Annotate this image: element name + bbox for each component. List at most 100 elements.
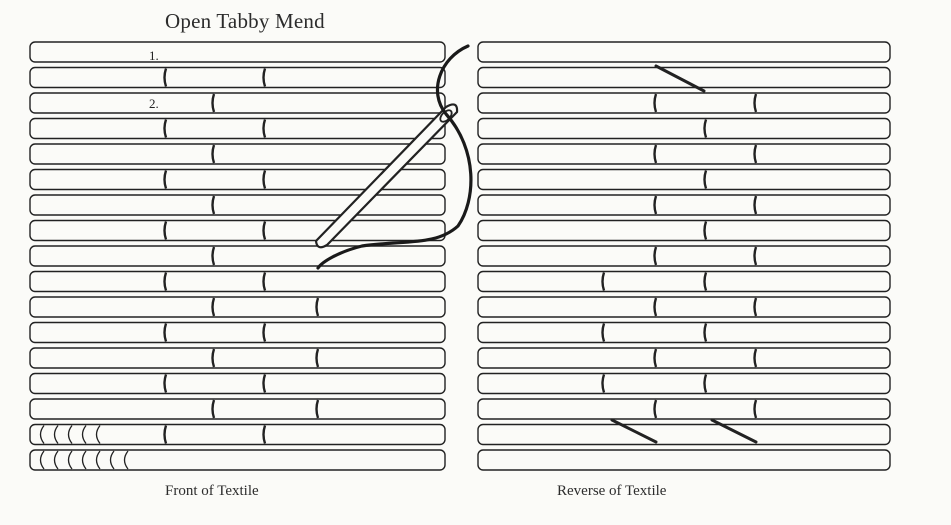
diagram-title: Open Tabby Mend xyxy=(165,9,325,33)
front-warp-crossing xyxy=(262,170,267,189)
front-warp-crossing xyxy=(262,68,267,87)
weft-loop xyxy=(81,425,87,444)
weft-loop xyxy=(95,450,101,470)
weft-loop xyxy=(53,425,59,444)
front-weft-row xyxy=(29,372,446,395)
front-warp-crossing xyxy=(163,323,168,342)
weft-loop-edge xyxy=(39,425,129,470)
reverse-weft-row xyxy=(477,449,891,471)
reverse-weft-row xyxy=(477,372,891,395)
weft-loop xyxy=(39,425,45,444)
front-warp-crossing xyxy=(262,272,267,291)
front-weft-row xyxy=(29,194,446,216)
reverse-warp-crossing xyxy=(601,374,606,393)
front-warp-crossing xyxy=(211,93,216,113)
weft-loop xyxy=(39,450,45,470)
front-weft-row xyxy=(29,66,446,89)
reverse-weft-row xyxy=(477,194,891,216)
reverse-weft-row xyxy=(477,66,891,89)
front-weft-row xyxy=(29,245,446,267)
reverse-warp-crossing xyxy=(703,170,708,189)
weft-loop xyxy=(53,450,59,470)
reverse-diagonal-stitches xyxy=(610,64,758,444)
reverse-warp-crossing xyxy=(753,297,758,317)
reverse-weft-row xyxy=(477,270,891,293)
front-warp-crossing xyxy=(262,119,267,138)
front-weft-row xyxy=(29,117,446,140)
front-weft-row xyxy=(29,168,446,191)
reverse-warp-crossing xyxy=(601,323,606,342)
reverse-warp-crossing xyxy=(653,93,658,113)
front-weft-row xyxy=(29,347,446,369)
front-warp-crossing xyxy=(315,297,320,317)
weft-loop xyxy=(67,450,73,470)
reverse-warp-crossing xyxy=(753,246,758,266)
front-warp-crossing xyxy=(211,246,216,266)
front-warp-crossing xyxy=(315,348,320,368)
front-warp-crossing xyxy=(211,399,216,419)
reverse-weft-row xyxy=(477,347,891,369)
reverse-warp-crossing xyxy=(753,93,758,113)
front-warp-crossing xyxy=(163,170,168,189)
front-warp-crossing xyxy=(163,68,168,87)
reverse-warp-crossing xyxy=(753,144,758,164)
weft-loop xyxy=(81,450,87,470)
front-warp-crossing xyxy=(262,221,267,240)
front-warp-crossing xyxy=(163,272,168,291)
front-weft-row xyxy=(29,92,446,114)
reverse-warp-crossing xyxy=(703,323,708,342)
front-weft-row xyxy=(29,423,446,446)
front-warp-crossing xyxy=(211,144,216,164)
front-weft-row xyxy=(29,270,446,293)
reverse-stitch xyxy=(654,64,706,93)
reverse-weft-row xyxy=(477,117,891,140)
front-warp-crossing xyxy=(211,348,216,368)
reverse-warp-crossing xyxy=(703,119,708,138)
reverse-warp-crossing xyxy=(653,144,658,164)
reverse-warp-crossing xyxy=(653,297,658,317)
weft-loop xyxy=(123,450,129,470)
caption-front: Front of Textile xyxy=(165,483,259,499)
front-weft-row xyxy=(29,219,446,242)
front-warp-crossing xyxy=(163,425,168,444)
front-warp-crossing xyxy=(262,374,267,393)
reverse-warp-crossing xyxy=(653,348,658,368)
reverse-weft-row xyxy=(477,245,891,267)
reverse-warp-crossing xyxy=(703,374,708,393)
reverse-weft-row xyxy=(477,398,891,420)
reverse-stitch xyxy=(610,418,658,444)
front-warp-crossing xyxy=(262,425,267,444)
reverse-warp-crossing xyxy=(653,246,658,266)
reverse-weft-row xyxy=(477,321,891,344)
front-weft-row xyxy=(29,449,446,471)
front-warp-crossing xyxy=(262,323,267,342)
front-weft-row xyxy=(29,41,446,63)
reverse-warp-crossing xyxy=(753,195,758,215)
reverse-warp-crossing xyxy=(753,348,758,368)
row-marker-2: 2. xyxy=(149,96,159,111)
reverse-weft-row xyxy=(477,296,891,318)
front-warp-crossing xyxy=(315,399,320,419)
reverse-weft-row xyxy=(477,168,891,191)
reverse-weft-row xyxy=(477,41,891,63)
front-warp-crossing xyxy=(211,297,216,317)
reverse-of-textile-panel xyxy=(477,41,891,471)
reverse-warp-crossing xyxy=(703,272,708,291)
caption-reverse: Reverse of Textile xyxy=(557,483,667,499)
reverse-warp-crossing xyxy=(753,399,758,419)
front-warp-crossing xyxy=(163,119,168,138)
weft-loop xyxy=(109,450,115,470)
weft-loop xyxy=(95,425,101,444)
reverse-warp-crossing xyxy=(703,221,708,240)
reverse-warp-crossing xyxy=(653,399,658,419)
front-warp-crossing xyxy=(163,221,168,240)
reverse-stitch xyxy=(710,418,758,444)
reverse-weft-row xyxy=(477,219,891,242)
front-weft-row xyxy=(29,296,446,318)
reverse-weft-row xyxy=(477,143,891,165)
front-warp-crossing xyxy=(163,374,168,393)
front-of-textile-panel xyxy=(29,41,446,471)
weft-loop xyxy=(67,425,73,444)
front-warp-crossing xyxy=(211,195,216,215)
